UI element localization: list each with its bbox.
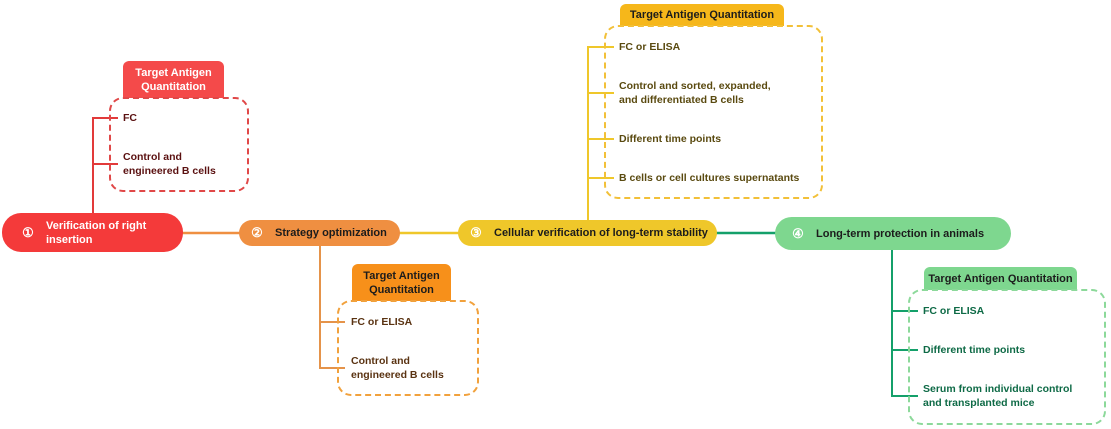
step-number-4: ④ bbox=[792, 225, 804, 241]
step-node-4[interactable]: ④ Long-term protection in animals bbox=[775, 217, 1011, 250]
quantitation-box-1 bbox=[109, 97, 249, 192]
step-number-2: ② bbox=[251, 225, 263, 240]
step-title-2: Strategy optimization bbox=[275, 227, 387, 239]
step-node-2[interactable]: ② Strategy optimization bbox=[239, 220, 400, 246]
branch-step-2 bbox=[319, 246, 345, 369]
quantitation-heading-1: Target Antigen Quantitation bbox=[123, 61, 224, 98]
step-title-1: Verification of right insertion bbox=[46, 219, 147, 246]
quantitation-item-4-3: Serum from individual control and transp… bbox=[923, 383, 1073, 409]
quantitation-item-3-3: Different time points bbox=[619, 133, 722, 145]
quantitation-box-4 bbox=[908, 289, 1106, 425]
quantitation-item-3-1: FC or ELISA bbox=[619, 41, 681, 53]
quantitation-item-2-1: FC or ELISA bbox=[351, 316, 413, 328]
quantitation-item-4-1: FC or ELISA bbox=[923, 305, 985, 317]
step-node-3[interactable]: ③ Cellular verification of long-term sta… bbox=[458, 220, 717, 246]
quantitation-item-3-4: B cells or cell cultures supernatants bbox=[619, 172, 800, 184]
step-number-3: ③ bbox=[470, 225, 482, 240]
step-title-3: Cellular verification of long-term stabi… bbox=[494, 227, 708, 239]
step-number-1: ① bbox=[22, 224, 34, 240]
step-node-1[interactable]: ① Verification of right insertion bbox=[2, 213, 183, 252]
quantitation-item-2-2: Control and engineered B cells bbox=[351, 355, 444, 381]
quantitation-item-1-1: FC bbox=[123, 112, 137, 124]
quantitation-heading-2: Target Antigen Quantitation bbox=[352, 264, 451, 301]
quantitation-item-3-2: Control and sorted, expanded, and differ… bbox=[619, 80, 771, 106]
quantitation-item-4-2: Different time points bbox=[923, 344, 1026, 356]
step-title-4: Long-term protection in animals bbox=[816, 227, 985, 240]
quantitation-item-1-2: Control and engineered B cells bbox=[123, 151, 216, 177]
quantitation-heading-4: Target Antigen Quantitation bbox=[924, 267, 1077, 290]
quantitation-box-3 bbox=[604, 25, 823, 199]
quantitation-heading-3: Target Antigen Quantitation bbox=[620, 4, 784, 26]
quantitation-box-2 bbox=[337, 300, 479, 396]
